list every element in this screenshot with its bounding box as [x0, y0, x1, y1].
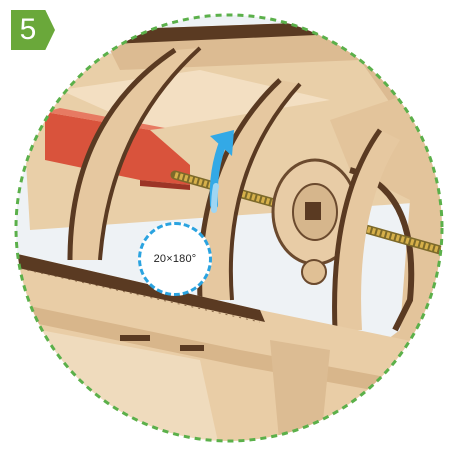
rotation-callout: 20×180°: [138, 222, 212, 296]
rotation-callout-text: 20×180°: [154, 253, 197, 265]
